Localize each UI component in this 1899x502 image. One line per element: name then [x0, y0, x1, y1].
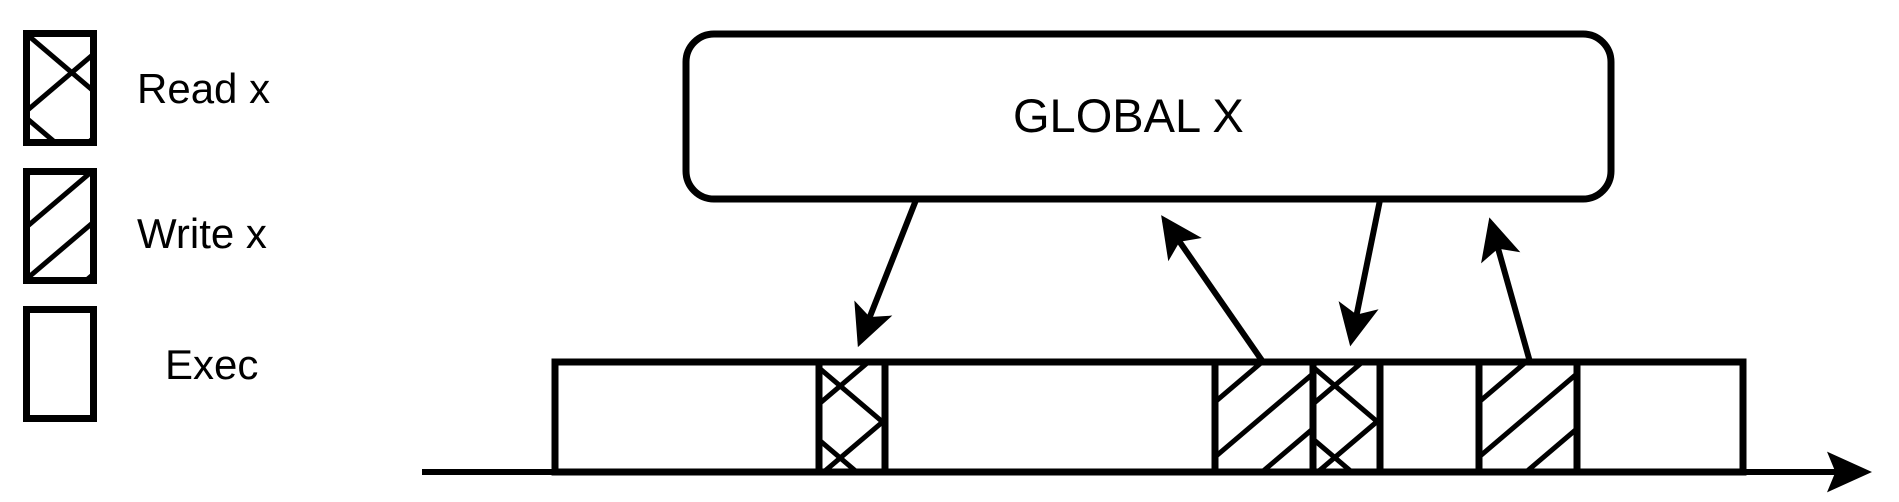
timeline-segment-read: [819, 362, 885, 472]
execution-timeline: [422, 358, 1872, 493]
diagonal-hatch-pattern: [23, 168, 97, 284]
write-arrow-1-icon: [1161, 215, 1266, 364]
legend-swatch-read-crosshatch-icon: [23, 30, 97, 146]
legend-label-write: Write x: [137, 210, 267, 257]
legend-label-read: Read x: [137, 65, 271, 112]
global-x-box: [682, 30, 1615, 203]
timeline-segment-read: [1313, 362, 1380, 472]
global-x-rounded-rect: [682, 30, 1615, 203]
legend-swatch-exec-blank-icon: [23, 306, 97, 422]
cross-hatch-pattern: [819, 362, 885, 472]
timeline-strip-outline: [551, 358, 1747, 476]
global-x-label: GLOBAL X: [1013, 89, 1244, 142]
cross-hatch-pattern: [1313, 362, 1380, 472]
legend-label-exec: Exec: [165, 341, 259, 388]
read-arrow-1-icon: [854, 198, 919, 348]
write-arrow-2-icon: [1481, 217, 1533, 363]
legend-swatch-write-hatch-icon: [23, 168, 97, 284]
legend: [23, 30, 97, 422]
access-arrows: [854, 198, 1533, 364]
read-arrow-2-icon: [1338, 199, 1383, 347]
